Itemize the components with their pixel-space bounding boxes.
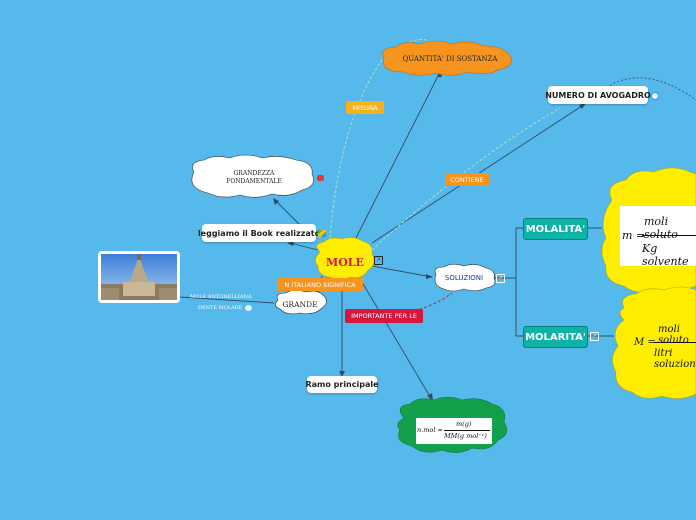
arrow-formula [427, 393, 433, 401]
line-mole-book [289, 242, 319, 251]
formula-molalita-num: moli soluto [644, 215, 678, 241]
dashed-misura [329, 39, 437, 239]
formula-molalita-lhs: m = [622, 229, 646, 242]
arrow-grandezza [273, 198, 279, 205]
attachment-icon[interactable] [651, 92, 659, 100]
link-icon-soluzioni[interactable]: ↗ [496, 274, 505, 283]
youtube-icon[interactable] [317, 175, 324, 181]
formula-molalita-den: Kg solvente [642, 242, 689, 268]
formula-molalita-bar [642, 235, 696, 236]
formula-nmol-bar [444, 430, 490, 431]
link-icon-molarita[interactable]: ↗ [590, 332, 599, 341]
relation-misura[interactable]: MISURA [346, 101, 384, 114]
formula-nmol-num: m(g) [456, 420, 472, 428]
node-avogadro[interactable]: NUMERO DI AVOGADRO [545, 86, 651, 104]
node-ramo[interactable]: Ramo principale [305, 376, 379, 393]
formula-nmol-lhs: n.mol = [417, 426, 443, 434]
line-book-grandezza [273, 198, 301, 226]
image-icon[interactable] [318, 230, 326, 237]
formula-molarita-bar [654, 342, 696, 343]
node-mole-central[interactable]: MOLE [326, 255, 364, 269]
formula-molarita-num: moli soluto [658, 324, 689, 346]
mole-antonelliana-image[interactable] [98, 251, 180, 303]
cloud-grande [275, 289, 327, 315]
line-soluzioni-branches [494, 227, 524, 337]
relation-importante[interactable]: IMPORTANTE PER LE [345, 309, 423, 323]
node-dente-molare[interactable]: DENTE MOLARE [198, 305, 243, 311]
line-mole-quantita [355, 71, 441, 239]
tower-picture [101, 254, 177, 300]
arrow-soluzioni [426, 274, 433, 279]
arrow-ramo [339, 371, 345, 377]
relation-contiene[interactable]: CONTIENE [445, 173, 489, 186]
dashed-contiene [371, 107, 561, 251]
formula-molarita-lhs: M = [634, 337, 656, 348]
node-grandezza[interactable]: GRANDEZZA FONDAMENTALE [226, 170, 282, 185]
arrow-avogadro [579, 103, 586, 109]
formula-nmol[interactable]: n.mol = m(g) MM(g mol⁻¹) [416, 418, 492, 444]
node-mole-antonelliana[interactable]: MOLE ANTONELLIANA [190, 294, 252, 300]
attachment-icon-dente[interactable] [245, 305, 252, 311]
node-grande[interactable]: GRANDE [282, 299, 318, 309]
cloud-quantita [382, 40, 512, 76]
formula-molarita[interactable]: M = moli soluto litri soluzione [632, 320, 696, 370]
node-molarita[interactable]: MOLARITA' [523, 326, 588, 348]
formula-molalita[interactable]: m = moli soluto Kg solvente [620, 206, 696, 268]
node-molalita[interactable]: MOLALITA' [523, 218, 588, 240]
line-mole-soluzioni [371, 265, 433, 278]
node-quantita[interactable]: QUANTITA' DI SOSTANZA [402, 55, 498, 63]
formula-nmol-den: MM(g mol⁻¹) [444, 432, 487, 440]
line-grande-anton [179, 296, 275, 304]
line-mole-formula [361, 281, 433, 401]
arrow-book [287, 241, 294, 246]
relation-italiano[interactable]: N ITALIANO SIGNIFICA [277, 278, 363, 291]
node-soluzioni[interactable]: SOLUZIONI [444, 274, 484, 282]
formula-molarita-den: litri soluzione [654, 348, 696, 370]
cloud-soluzioni [434, 263, 496, 292]
link-icon-mole[interactable]: ↗ [374, 256, 383, 265]
cloud-grandezza [191, 154, 314, 198]
node-book[interactable]: leggiamo il Book realizzato [198, 224, 320, 242]
